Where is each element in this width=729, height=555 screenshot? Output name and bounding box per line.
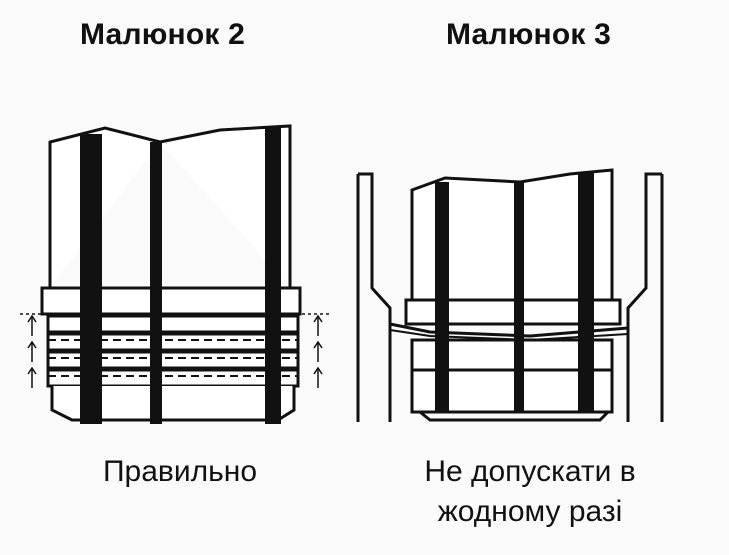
figure-2-drawing xyxy=(20,124,330,424)
ring-2 xyxy=(46,332,300,352)
figure-3-caption-line-2: жодному разі xyxy=(437,495,623,528)
crooked-seal xyxy=(389,322,629,338)
figure-3-caption: Не допускати в жодному разі xyxy=(385,452,675,532)
figure-3-drawing xyxy=(356,168,664,422)
housing-right xyxy=(626,172,662,422)
figure-3-caption-line-1: Не допускати в xyxy=(424,455,636,488)
ring-3 xyxy=(46,350,300,370)
figure-2-caption: Правильно xyxy=(102,455,257,488)
figure-2-title: Малюнок 2 xyxy=(80,18,245,51)
pipe-body-right xyxy=(159,124,292,288)
pipe-body-left xyxy=(48,126,161,288)
ring-1 xyxy=(46,314,300,334)
fitting-base xyxy=(50,386,296,422)
figure-3-title: Малюнок 3 xyxy=(446,18,611,51)
housing-left xyxy=(358,172,392,422)
